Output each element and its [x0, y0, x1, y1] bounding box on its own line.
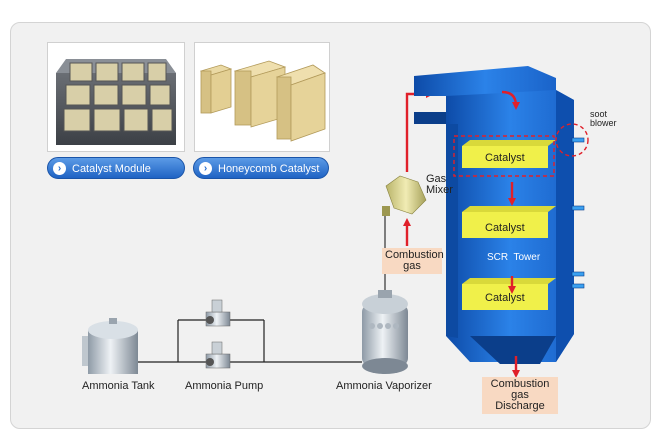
catalyst-module-button-label: Catalyst Module: [72, 163, 151, 175]
discharge-tag: Combustion gas Discharge: [482, 377, 558, 414]
combustion-gas-line1: Combustion: [385, 249, 444, 261]
chevron-right-icon: ›: [53, 162, 66, 175]
ammonia-vaporizer-label: Ammonia Vaporizer: [336, 380, 432, 392]
honeycomb-catalyst-button[interactable]: › Honeycomb Catalyst: [193, 157, 329, 179]
soot-blower-label: soot blower: [590, 110, 617, 128]
discharge-line2: gas Discharge: [495, 389, 545, 412]
catalyst-2-label: Catalyst: [485, 222, 525, 234]
ammonia-pump-label: Ammonia Pump: [185, 380, 264, 392]
soot-blower-line1: soot: [590, 109, 608, 119]
honeycomb-catalyst-image[interactable]: [194, 42, 330, 152]
combustion-gas-tag: Combustion gas: [382, 248, 444, 274]
honeycomb-catalyst-button-label: Honeycomb Catalyst: [218, 163, 320, 175]
ammonia-tank-label: Ammonia Tank: [82, 380, 155, 392]
soot-blower-line2: blower: [590, 118, 617, 128]
gas-mixer-label-line2: Mixer: [426, 184, 453, 196]
catalyst-1-label: Catalyst: [485, 152, 525, 164]
scr-tower-label: SCR Tower: [487, 252, 541, 263]
catalyst-module-image[interactable]: [47, 42, 185, 152]
combustion-gas-line2: gas: [403, 260, 421, 272]
discharge-line1: Combustion: [490, 378, 550, 390]
gas-mixer-label: Gas Mixer: [426, 173, 453, 196]
gas-mixer-label-line1: Gas: [426, 173, 447, 185]
chevron-right-icon: ›: [199, 162, 212, 175]
catalyst-3-label: Catalyst: [485, 292, 525, 304]
catalyst-module-button[interactable]: › Catalyst Module: [47, 157, 185, 179]
